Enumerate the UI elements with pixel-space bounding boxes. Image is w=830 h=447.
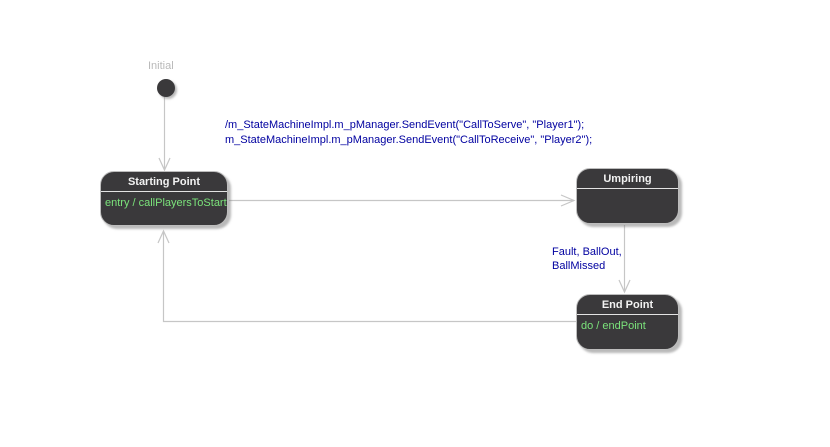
transition-effect-label: /m_StateMachineImpl.m_pManager.SendEvent… — [225, 118, 592, 148]
state-umpiring[interactable]: Umpiring — [576, 168, 679, 224]
initial-state-node[interactable] — [157, 79, 175, 97]
transition-trigger-line2: BallMissed — [552, 260, 606, 272]
transition-trigger-line1: Fault, BallOut, — [552, 246, 622, 258]
transition-umpiring-to-end-point[interactable] — [618, 225, 631, 294]
transition-end-point-to-starting-point[interactable] — [157, 229, 576, 323]
arrowhead-down-icon — [158, 157, 171, 172]
state-title: Starting Point — [101, 172, 227, 192]
state-title: Umpiring — [577, 169, 678, 189]
state-end-point[interactable]: End Point do / endPoint — [576, 294, 679, 350]
arrowhead-down-icon — [618, 279, 631, 294]
state-do-action: do / endPoint — [581, 320, 646, 332]
state-body-empty — [577, 189, 678, 194]
transition-starting-point-to-umpiring[interactable] — [229, 194, 576, 207]
transition-effect-line2: m_StateMachineImpl.m_pManager.SendEvent(… — [225, 134, 593, 146]
state-title: End Point — [577, 295, 678, 315]
arrowhead-right-icon — [560, 194, 576, 207]
transition-trigger-label: Fault, BallOut, BallMissed — [552, 245, 622, 273]
transition-initial-to-starting-point[interactable] — [158, 97, 171, 172]
state-entry-action: entry / callPlayersToStart — [105, 197, 227, 209]
state-starting-point[interactable]: Starting Point entry / callPlayersToStar… — [100, 171, 228, 226]
arrowhead-up-icon — [157, 229, 170, 244]
initial-state-label: Initial — [148, 60, 174, 72]
transition-effect-line1: /m_StateMachineImpl.m_pManager.SendEvent… — [225, 119, 585, 131]
